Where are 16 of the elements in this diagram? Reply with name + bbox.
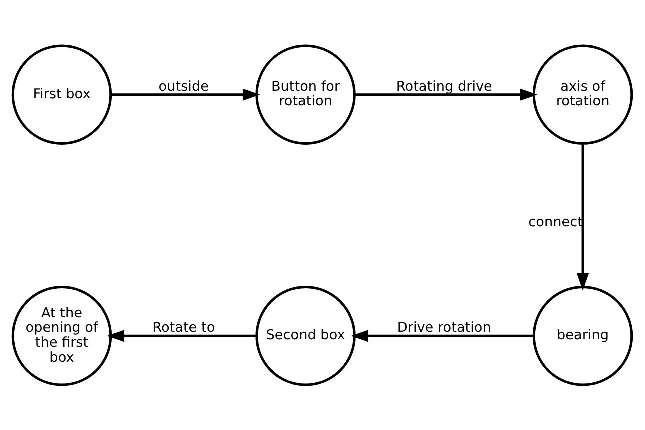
arrow <box>351 330 534 342</box>
node-circle: At the opening of the first box <box>12 286 112 386</box>
arrow <box>576 144 590 290</box>
edge-label: Drive rotation <box>397 320 492 336</box>
node-circle: First box <box>12 44 112 144</box>
edge-label: connect <box>528 214 583 230</box>
edge-label: Rotating drive <box>396 78 492 94</box>
node-circle: Second box <box>256 286 356 386</box>
edge-label: outside <box>158 78 209 94</box>
node-circle: Button for rotation <box>256 44 356 144</box>
arrow <box>354 88 538 100</box>
arrow <box>110 88 260 100</box>
node-circle: axis of rotation <box>532 44 634 144</box>
node-circle: bearing <box>532 286 634 386</box>
arrow <box>107 330 257 342</box>
edge-label: Rotate to <box>152 320 216 336</box>
